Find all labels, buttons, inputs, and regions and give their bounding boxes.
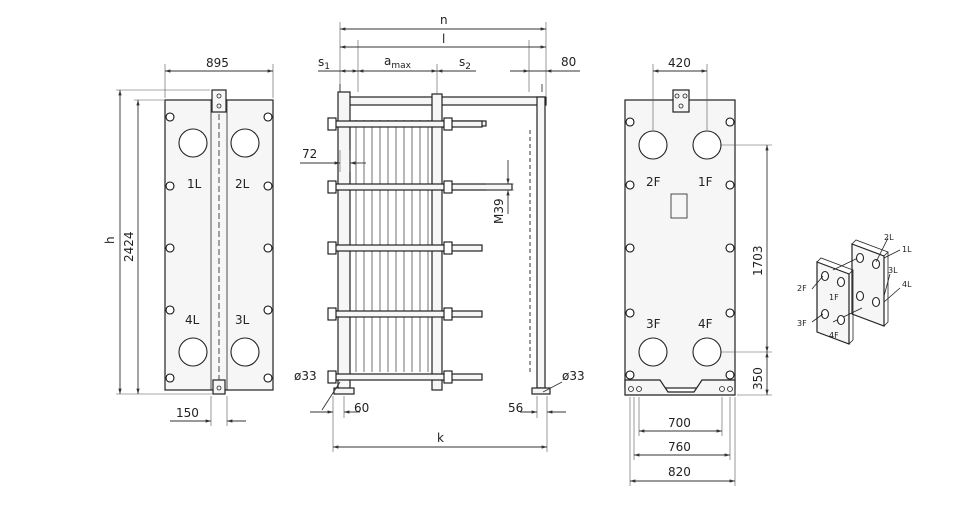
- front-2424-label: 2424: [122, 231, 136, 262]
- front-label-1L: 1L: [187, 177, 202, 191]
- rear-820-label: 820: [668, 465, 691, 479]
- front-bolts: [165, 112, 273, 383]
- rear-label-4F: 4F: [698, 317, 713, 331]
- side-72-label: 72: [302, 147, 317, 161]
- front-view: 1L 2L 4L 3L 895 h 2424 150: [103, 56, 274, 426]
- rear-label-2F: 2F: [646, 175, 661, 189]
- iso-label-2L: 2L: [884, 233, 894, 242]
- front-label-4L: 4L: [185, 313, 200, 327]
- front-port-2L: [230, 128, 260, 158]
- iso-label-4L: 4L: [902, 280, 912, 289]
- side-pressure-plate: [431, 93, 443, 391]
- side-60-label: 60: [354, 401, 369, 415]
- svg-text:s1: s1: [318, 55, 330, 72]
- side-fixed-frame: [337, 91, 351, 393]
- front-label-3L: 3L: [235, 313, 250, 327]
- side-80-label: 80: [561, 55, 576, 69]
- side-m39-label: M39: [492, 198, 506, 224]
- rear-port-1F: [692, 130, 722, 160]
- side-amax-label: a: [384, 54, 391, 68]
- iso-label-4F: 4F: [829, 331, 839, 340]
- front-top-bracket: [211, 89, 227, 113]
- side-support-column: [536, 96, 546, 389]
- side-top-carrying-bar: [339, 96, 547, 106]
- rear-760-label: 760: [668, 440, 691, 454]
- iso-view: 2L 1L 3L 4L 2F 1F 3F 4F: [797, 233, 912, 345]
- rear-label-1F: 1F: [698, 175, 713, 189]
- side-l-label: l: [442, 32, 445, 46]
- front-label-2L: 2L: [235, 177, 250, 191]
- rear-1703-label: 1703: [751, 245, 765, 276]
- front-width-label: 895: [206, 56, 229, 70]
- iso-label-1L: 1L: [902, 245, 912, 254]
- rear-port-3F: [638, 337, 668, 367]
- side-amax-sub: max: [391, 61, 411, 71]
- rear-view: 2F 1F 3F 4F 420 1703 350 700 760 820: [624, 56, 772, 486]
- svg-text:amax: amax: [384, 54, 412, 71]
- side-n-label: n: [440, 13, 448, 27]
- svg-text:s2: s2: [459, 55, 471, 72]
- side-tie-bolts: [327, 117, 513, 384]
- rear-350-label: 350: [751, 367, 765, 390]
- front-base-label: 150: [176, 406, 199, 420]
- front-port-4L: [178, 337, 208, 367]
- iso-label-1F: 1F: [829, 293, 839, 302]
- rear-port-4F: [692, 337, 722, 367]
- rear-port-2F: [638, 130, 668, 160]
- rear-420-label: 420: [668, 56, 691, 70]
- side-s2-label: s: [459, 55, 465, 69]
- iso-label-2F: 2F: [797, 284, 807, 293]
- side-s1-sub: 1: [324, 62, 330, 72]
- side-hole-right-label: ø33: [562, 369, 585, 383]
- front-h-label: h: [103, 236, 117, 244]
- front-port-1L: [178, 128, 208, 158]
- side-s2-sub: 2: [465, 62, 471, 72]
- side-k-label: k: [437, 431, 444, 445]
- side-hole-left-label: ø33: [294, 369, 317, 383]
- rear-label-3F: 3F: [646, 317, 661, 331]
- side-view: n l s1 amax s2 80: [294, 13, 585, 452]
- rear-port-window: [670, 193, 688, 219]
- iso-label-3F: 3F: [797, 319, 807, 328]
- side-56-label: 56: [508, 401, 523, 415]
- front-port-3L: [230, 337, 260, 367]
- rear-bolts: [625, 117, 735, 380]
- side-s1-label: s: [318, 55, 324, 69]
- iso-label-3L: 3L: [888, 266, 898, 275]
- rear-700-label: 700: [668, 416, 691, 430]
